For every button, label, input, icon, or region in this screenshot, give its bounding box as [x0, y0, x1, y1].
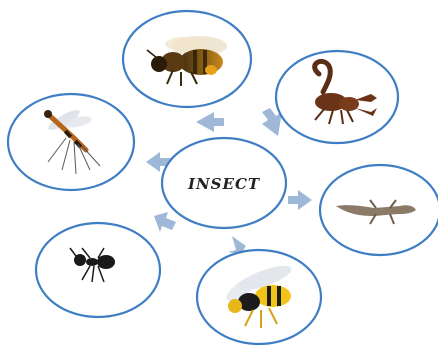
arrow-to-bee	[196, 112, 224, 132]
arrow-to-ant	[154, 212, 176, 232]
arrow-to-lizard	[288, 190, 312, 210]
node-mosquito-ellipse	[8, 94, 134, 190]
center-label: INSECT	[187, 175, 261, 193]
node-ant-ellipse	[36, 223, 160, 317]
